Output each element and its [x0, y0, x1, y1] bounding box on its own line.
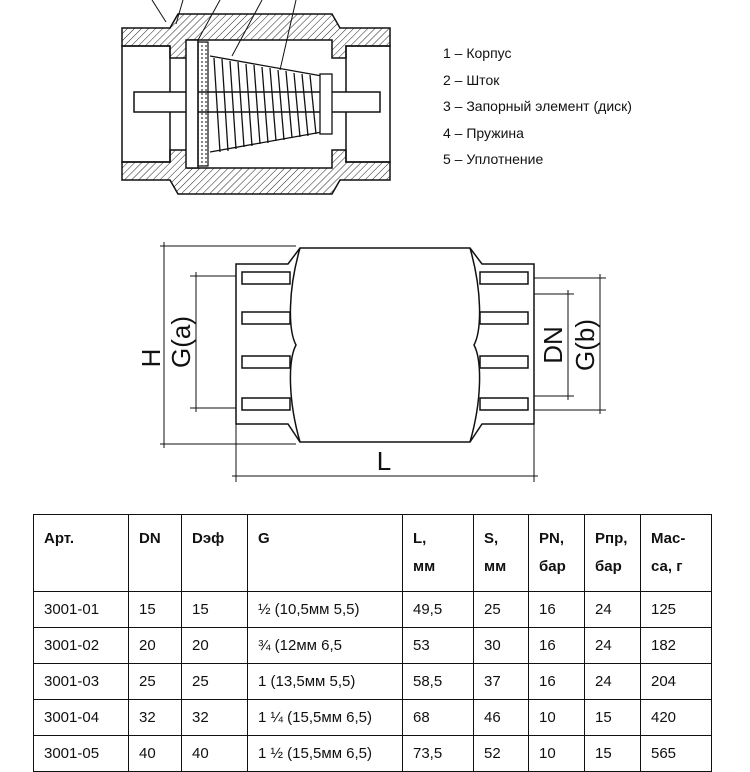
col-header-deff: Dэф [181, 514, 248, 592]
table-cell: 3001-01 [33, 591, 129, 628]
table-header-row: Арт. DN Dэф G L, мм S, мм PN, бар Рпр, б… [33, 514, 712, 592]
seal [197, 41, 209, 167]
table-cell: 3001-03 [33, 663, 129, 700]
spring [209, 55, 323, 153]
col-header-dn: DN [128, 514, 182, 592]
table-cell: 20 [128, 627, 182, 664]
col-header-g: G [247, 514, 403, 592]
table-cell: 15 [584, 699, 641, 736]
table-cell: 40 [181, 735, 248, 772]
table-cell: 20 [181, 627, 248, 664]
col-header-mass: Мас- са, г [640, 514, 712, 592]
dim-label-H: H [136, 349, 166, 368]
spec-table: Арт. DN Dэф G L, мм S, мм PN, бар Рпр, б… [33, 514, 712, 772]
col-header-art: Арт. [33, 514, 129, 592]
table-cell: 182 [640, 627, 712, 664]
table-cell: 1 ½ (15,5мм 6,5) [247, 735, 403, 772]
legend-item: 2 – Шток [443, 71, 500, 88]
legend-item: 4 – Пружина [443, 124, 524, 141]
table-cell: 3001-02 [33, 627, 129, 664]
table-cell: 30 [473, 627, 529, 664]
legend-item: 1 – Корпус [443, 45, 512, 61]
table-cell: 53 [402, 627, 474, 664]
table-cell: 15 [181, 591, 248, 628]
table-cell: 49,5 [402, 591, 474, 628]
col-header-l: L, мм [402, 514, 474, 592]
left-coupling [235, 247, 535, 443]
dim-label-Ga: G(a) [166, 316, 196, 368]
table-cell: 37 [473, 663, 529, 700]
table-cell: 52 [473, 735, 529, 772]
table-cell: 15 [584, 735, 641, 772]
valve-cross-section [121, 0, 391, 195]
table-cell: 24 [584, 627, 641, 664]
table-cell: 16 [528, 627, 585, 664]
table-cell: 68 [402, 699, 474, 736]
dim-label-DN: DN [538, 326, 568, 364]
legend-item: 3 – Запорный элемент (диск) [443, 98, 632, 115]
legend-item: 5 – Уплотнение [443, 151, 544, 168]
table-cell: 15 [128, 591, 182, 628]
table-cell: 3001-05 [33, 735, 129, 772]
table-cell: 1 (13,5мм 5,5) [247, 663, 403, 700]
table-cell: 58,5 [402, 663, 474, 700]
table-cell: 73,5 [402, 735, 474, 772]
col-header-s: S, мм [473, 514, 529, 592]
table-cell: 25 [181, 663, 248, 700]
table-cell: 25 [473, 591, 529, 628]
table-cell: 46 [473, 699, 529, 736]
table-cell: 32 [181, 699, 248, 736]
table-cell: 565 [640, 735, 712, 772]
table-cell: 10 [528, 735, 585, 772]
table-cell: 125 [640, 591, 712, 628]
table-cell: 3001-04 [33, 699, 129, 736]
parts-legend: 1 – Корпус 2 – Шток 3 – Запорный элемент… [443, 40, 632, 173]
disc [185, 39, 199, 169]
table-cell: 16 [528, 663, 585, 700]
left-ribs [241, 271, 291, 411]
table-cell: 40 [128, 735, 182, 772]
table-cell: 24 [584, 663, 641, 700]
stem-guide [319, 73, 333, 135]
col-header-ppr: Рпр, бар [584, 514, 641, 592]
table-cell: 204 [640, 663, 712, 700]
table-cell: ½ (10,5мм 5,5) [247, 591, 403, 628]
dim-label-L: L [377, 446, 391, 476]
table-cell: 32 [128, 699, 182, 736]
table-cell: 16 [528, 591, 585, 628]
table-cell: ¾ (12мм 6,5 [247, 627, 403, 664]
table-cell: 25 [128, 663, 182, 700]
col-header-pn: PN, бар [528, 514, 585, 592]
right-ribs [479, 271, 529, 411]
dim-label-Gb: G(b) [570, 319, 600, 371]
table-cell: 24 [584, 591, 641, 628]
valve-body [121, 13, 391, 195]
table-cell: 10 [528, 699, 585, 736]
table-cell: 1 ¼ (15,5мм 6,5) [247, 699, 403, 736]
table-cell: 420 [640, 699, 712, 736]
